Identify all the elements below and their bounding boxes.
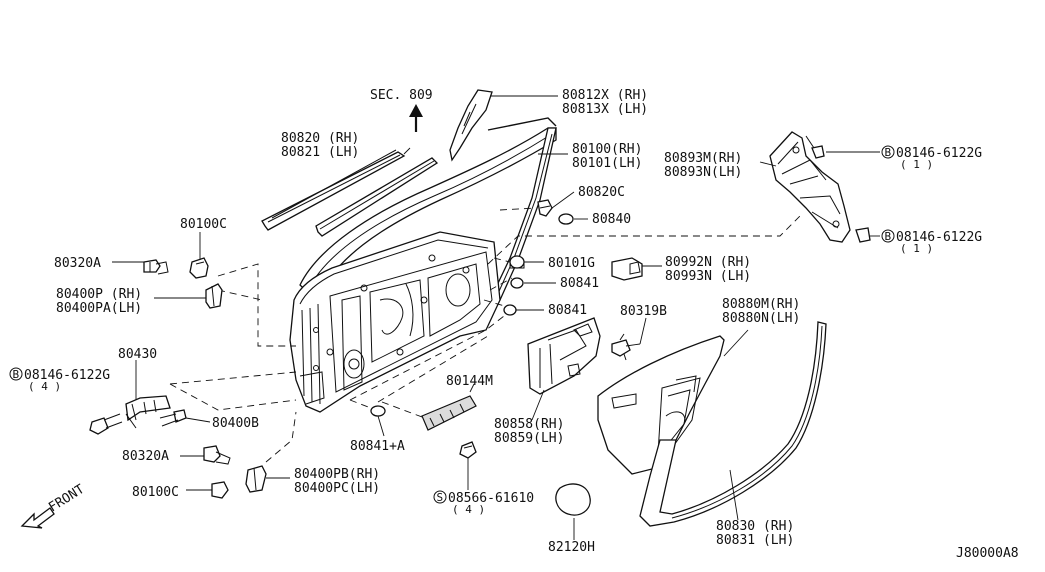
dashed-guides [169,207,801,463]
plug-80841-b [503,304,517,316]
label-80880N: 80880N(LH) [722,311,800,326]
actuator-80992N [611,257,643,281]
label-bolt-left: 08146-6122G [24,368,110,383]
bolt-symbol-left-letter: B [13,368,20,381]
plug-80841A [370,405,386,417]
label-80830: 80830 (RH) [716,519,794,534]
label-80831: 80831 (LH) [716,533,794,548]
grommet-80101G [509,255,525,269]
label-80813X: 80813X (LH) [562,102,648,117]
front-label: FRONT [46,482,87,516]
bolt-symbol-top-letter: B [885,146,892,159]
label-80101: 80101(LH) [572,156,642,171]
label-80840: 80840 [592,212,631,227]
speaker-82120H [555,483,591,516]
screw-symbol: S [433,490,447,504]
label-80893M: 80893M(RH) [664,151,742,166]
label-80859: 80859(LH) [494,431,564,446]
label-bolt-top-qty: ( 1 ) [900,158,933,171]
bolt-symbol-bottom: B [881,229,895,243]
label-80320A-top: 80320A [54,256,101,271]
label-80821: 80821 (LH) [281,145,359,160]
label-bolt-top: 08146-6122G [896,146,982,161]
plug-80840 [558,213,574,225]
front-arrow: FRONT [20,482,87,529]
bolt-symbol-bottom-letter: B [885,230,892,243]
hinge-80400PB [245,465,267,493]
label-80820: 80820 (RH) [281,131,359,146]
door-weatherstrip-80830 [639,321,827,527]
label-bolt-left-qty: ( 4 ) [28,380,61,393]
door-glass-part [449,89,493,162]
bolt-top-right [805,135,825,159]
label-80400B: 80400B [212,416,259,431]
bolt-80320A-top [143,259,169,275]
screw-08566 [459,441,477,459]
label-80430: 80430 [118,347,157,362]
bracket-80144M [421,395,477,431]
check-link-80430 [125,395,171,429]
plug-80841-a [510,277,524,289]
leader-lines [112,95,880,540]
label-bolt-bottom-qty: ( 1 ) [900,242,933,255]
label-80820C: 80820C [578,185,625,200]
label-80992N: 80992N (RH) [665,255,751,270]
label-80319B: 80319B [620,304,667,319]
label-80841A: 80841+A [350,439,405,454]
nut-80100C-bottom [211,481,229,499]
outer-weatherstrip-part [261,149,439,237]
bolt-left [89,413,123,435]
bolt-symbol-left: B [9,367,23,381]
screw-symbol-letter: S [437,491,444,504]
label-80858: 80858(RH) [494,417,564,432]
label-80841-a: 80841 [560,276,599,291]
part-labels: SEC. 809 80812X (RH) 80813X (LH) 80820 (… [9,88,1019,561]
hinge-80400P [205,283,223,309]
section-ref-label: SEC. 809 [370,88,433,103]
nut-80100C-top [189,257,209,279]
label-80400PC: 80400PC(LH) [294,481,380,496]
label-screw-qty: ( 4 ) [452,503,485,516]
bolt-bottom-right [855,227,871,243]
door-inner-panel [289,231,501,413]
label-80812X: 80812X (RH) [562,88,648,103]
label-80144M: 80144M [446,374,493,389]
label-82120H: 82120H [548,540,595,555]
clip-80820C [537,199,553,217]
label-80320A-bottom: 80320A [122,449,169,464]
clip-80319B [611,333,631,361]
drawing-id: J80000A8 [956,546,1019,561]
label-80841-b: 80841 [548,303,587,318]
door-lock-80858 [527,317,601,395]
sash-bracket-80893M [769,131,851,243]
label-80100C-bottom: 80100C [132,485,179,500]
label-80100C-top: 80100C [180,217,227,232]
sec-809-arrow [409,104,423,132]
bolt-80400B [159,409,187,427]
label-screw: 08566-61610 [448,491,534,506]
bolt-symbol-top: B [881,145,895,159]
label-80400PB: 80400PB(RH) [294,467,380,482]
label-80101G: 80101G [548,256,595,271]
label-bolt-bottom: 08146-6122G [896,230,982,245]
label-80400PA: 80400PA(LH) [56,301,142,316]
label-80993N: 80993N (LH) [665,269,751,284]
bolt-80320A-bottom [203,445,231,465]
label-80400P: 80400P (RH) [56,287,142,302]
label-80100: 80100(RH) [572,142,642,157]
label-80893N: 80893N(LH) [664,165,742,180]
label-80880M: 80880M(RH) [722,297,800,312]
